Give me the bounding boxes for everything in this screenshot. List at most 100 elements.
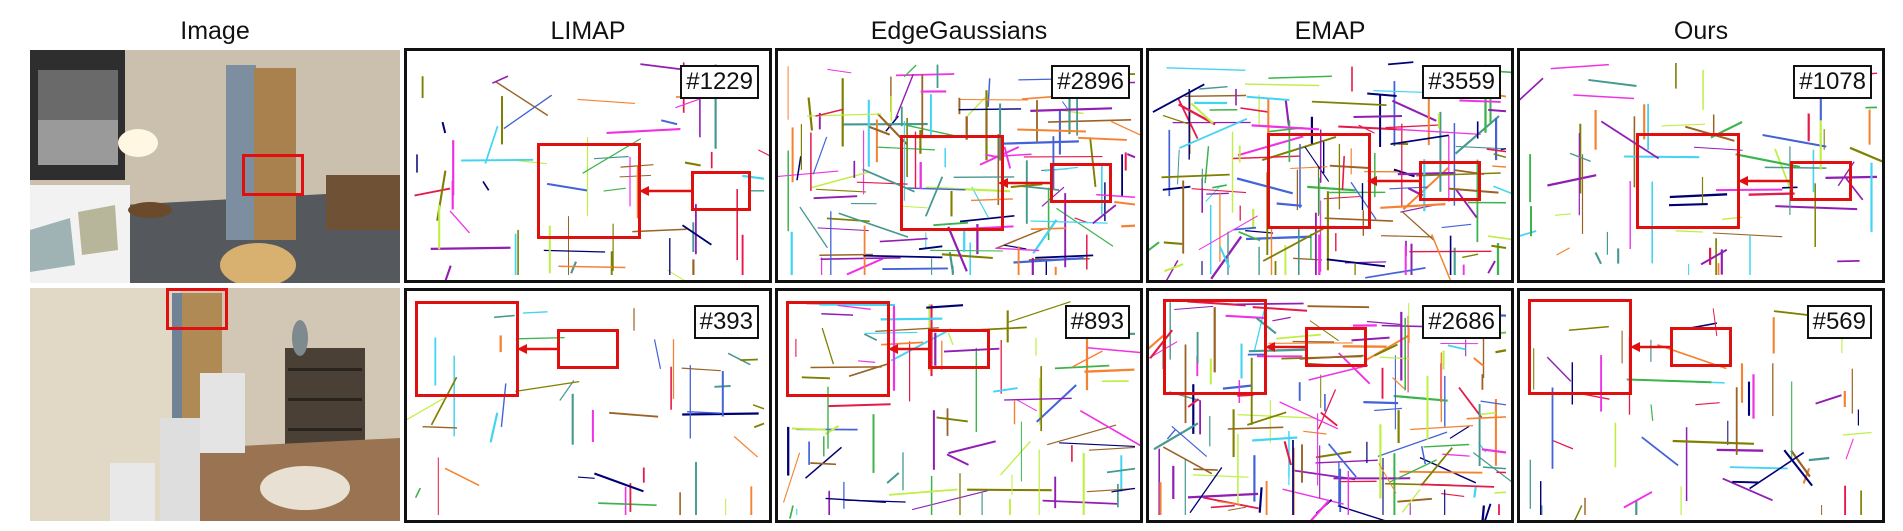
edge-line bbox=[653, 339, 662, 370]
edge-line bbox=[1258, 487, 1263, 513]
edge-line bbox=[1217, 500, 1241, 505]
edge-line bbox=[941, 253, 993, 260]
edge-line bbox=[1374, 407, 1402, 412]
zoom-source-box bbox=[1305, 327, 1367, 367]
edge-line bbox=[1192, 474, 1249, 478]
edge-line bbox=[876, 146, 935, 151]
edge-line bbox=[1166, 429, 1176, 440]
edge-line bbox=[444, 265, 452, 280]
edge-line bbox=[1276, 202, 1302, 207]
edge-line bbox=[1338, 125, 1403, 131]
edge-line bbox=[821, 327, 835, 365]
edge-line bbox=[987, 78, 991, 108]
edge-line bbox=[1272, 316, 1291, 322]
edge-line bbox=[1493, 185, 1511, 195]
zoom-arrow bbox=[639, 186, 691, 196]
edge-line bbox=[606, 128, 681, 134]
edge-line bbox=[1198, 215, 1258, 251]
edge-line bbox=[577, 98, 635, 104]
edge-line bbox=[926, 304, 964, 309]
panel-emap-row2: #2686 bbox=[1146, 288, 1514, 523]
edge-line bbox=[1462, 253, 1479, 259]
edge-line bbox=[598, 502, 657, 507]
edge-line bbox=[1815, 394, 1842, 405]
edge-line bbox=[1569, 152, 1591, 163]
edge-line bbox=[1162, 114, 1190, 125]
edge-line bbox=[882, 267, 948, 271]
edge-line bbox=[1392, 377, 1406, 390]
edge-line bbox=[753, 422, 765, 429]
edge-line bbox=[620, 164, 654, 168]
edge-line bbox=[1378, 463, 1397, 494]
edge-line bbox=[1293, 257, 1323, 261]
edge-line bbox=[570, 261, 577, 274]
edge-line bbox=[1715, 188, 1783, 192]
edge-line bbox=[1491, 244, 1507, 249]
edge-line bbox=[559, 380, 575, 401]
edge-line bbox=[1351, 336, 1390, 342]
line-count-badge: #1229 bbox=[680, 65, 759, 99]
edge-line bbox=[1299, 354, 1364, 360]
edge-line bbox=[1199, 86, 1228, 90]
edge-line bbox=[967, 488, 1052, 492]
edge-line bbox=[1764, 166, 1827, 169]
edge-line bbox=[1410, 425, 1474, 431]
edge-line bbox=[484, 125, 499, 164]
edge-line bbox=[1152, 83, 1205, 113]
zoom-inset bbox=[415, 301, 519, 397]
edge-line bbox=[1193, 468, 1218, 471]
edge-line bbox=[960, 98, 1029, 101]
edge-line bbox=[1187, 300, 1246, 307]
edge-line bbox=[1845, 177, 1864, 201]
edge-line bbox=[1003, 244, 1027, 250]
edge-line bbox=[1350, 181, 1377, 220]
edge-line bbox=[742, 174, 765, 180]
edge-line bbox=[1547, 174, 1597, 187]
edge-line bbox=[796, 156, 802, 181]
edge-line bbox=[603, 187, 626, 192]
edge-line bbox=[1588, 78, 1637, 87]
panel-edgegaussians-row2: #893 bbox=[775, 288, 1143, 523]
edge-line bbox=[1187, 398, 1200, 408]
zoom-arrow bbox=[1265, 342, 1305, 352]
edge-line bbox=[967, 97, 986, 117]
edge-line bbox=[1237, 394, 1254, 397]
edge-line bbox=[1233, 226, 1257, 231]
edge-line bbox=[1390, 134, 1449, 146]
zoom-inset bbox=[537, 143, 641, 239]
edge-line bbox=[1447, 344, 1466, 351]
edge-line bbox=[1227, 426, 1284, 430]
edge-line bbox=[1210, 235, 1243, 280]
edge-line bbox=[1845, 438, 1854, 460]
edge-line bbox=[1149, 329, 1174, 359]
edge-line bbox=[1000, 440, 1031, 476]
edge-line bbox=[1329, 164, 1369, 169]
edge-line bbox=[879, 237, 928, 243]
zoom-source-box bbox=[1050, 163, 1112, 203]
edge-line bbox=[461, 158, 534, 162]
edge-line bbox=[827, 403, 891, 408]
edge-line bbox=[515, 381, 580, 392]
panel-ours-row2: #569 bbox=[1517, 288, 1885, 523]
zoom-region-marker bbox=[166, 288, 228, 330]
edge-line bbox=[1419, 456, 1477, 484]
edge-line bbox=[858, 360, 876, 363]
edge-line bbox=[1236, 177, 1293, 195]
edge-line bbox=[667, 269, 685, 280]
edge-line bbox=[516, 336, 565, 340]
edge-line bbox=[1341, 156, 1345, 190]
edge-line bbox=[1481, 505, 1486, 520]
edge-line bbox=[1493, 153, 1507, 159]
edge-line bbox=[1735, 153, 1801, 169]
edge-line bbox=[1246, 95, 1290, 101]
zoom-inset bbox=[1528, 299, 1632, 395]
edge-line bbox=[812, 136, 828, 175]
edge-line bbox=[1495, 349, 1507, 354]
edge-line bbox=[1059, 442, 1136, 447]
edge-line bbox=[1459, 99, 1501, 103]
edge-line bbox=[810, 366, 882, 369]
edge-line bbox=[1149, 241, 1160, 252]
edge-line bbox=[1363, 401, 1399, 405]
edge-line bbox=[813, 195, 858, 200]
panel-edgegaussians-row1: #2896 bbox=[775, 48, 1143, 283]
